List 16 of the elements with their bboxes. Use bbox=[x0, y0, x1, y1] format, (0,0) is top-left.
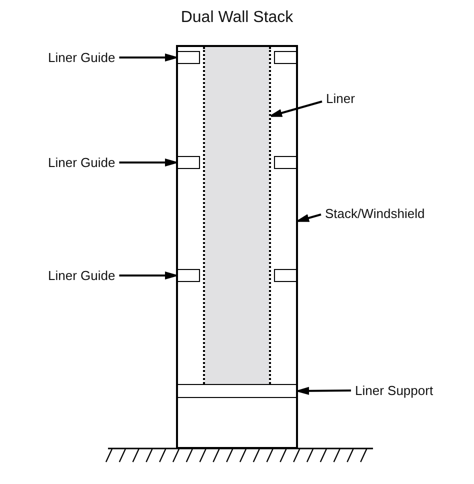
liner-guide bbox=[176, 269, 200, 282]
part-label: Liner Guide bbox=[48, 268, 116, 283]
liner-support bbox=[176, 384, 298, 398]
part-label: Liner bbox=[326, 91, 355, 106]
liner-guide bbox=[274, 269, 298, 282]
liner-guide bbox=[274, 51, 298, 64]
diagram-title: Dual Wall Stack bbox=[180, 8, 294, 27]
liner-guide bbox=[176, 156, 200, 169]
stack-wall bbox=[176, 45, 298, 449]
liner bbox=[203, 47, 271, 384]
liner-guide bbox=[176, 51, 200, 64]
part-label: Liner Guide bbox=[48, 50, 116, 65]
part-label: Liner Support bbox=[355, 383, 434, 398]
part-label: Stack/Windshield bbox=[325, 206, 425, 221]
part-label: Liner Guide bbox=[48, 155, 116, 170]
liner-guide bbox=[274, 156, 298, 169]
